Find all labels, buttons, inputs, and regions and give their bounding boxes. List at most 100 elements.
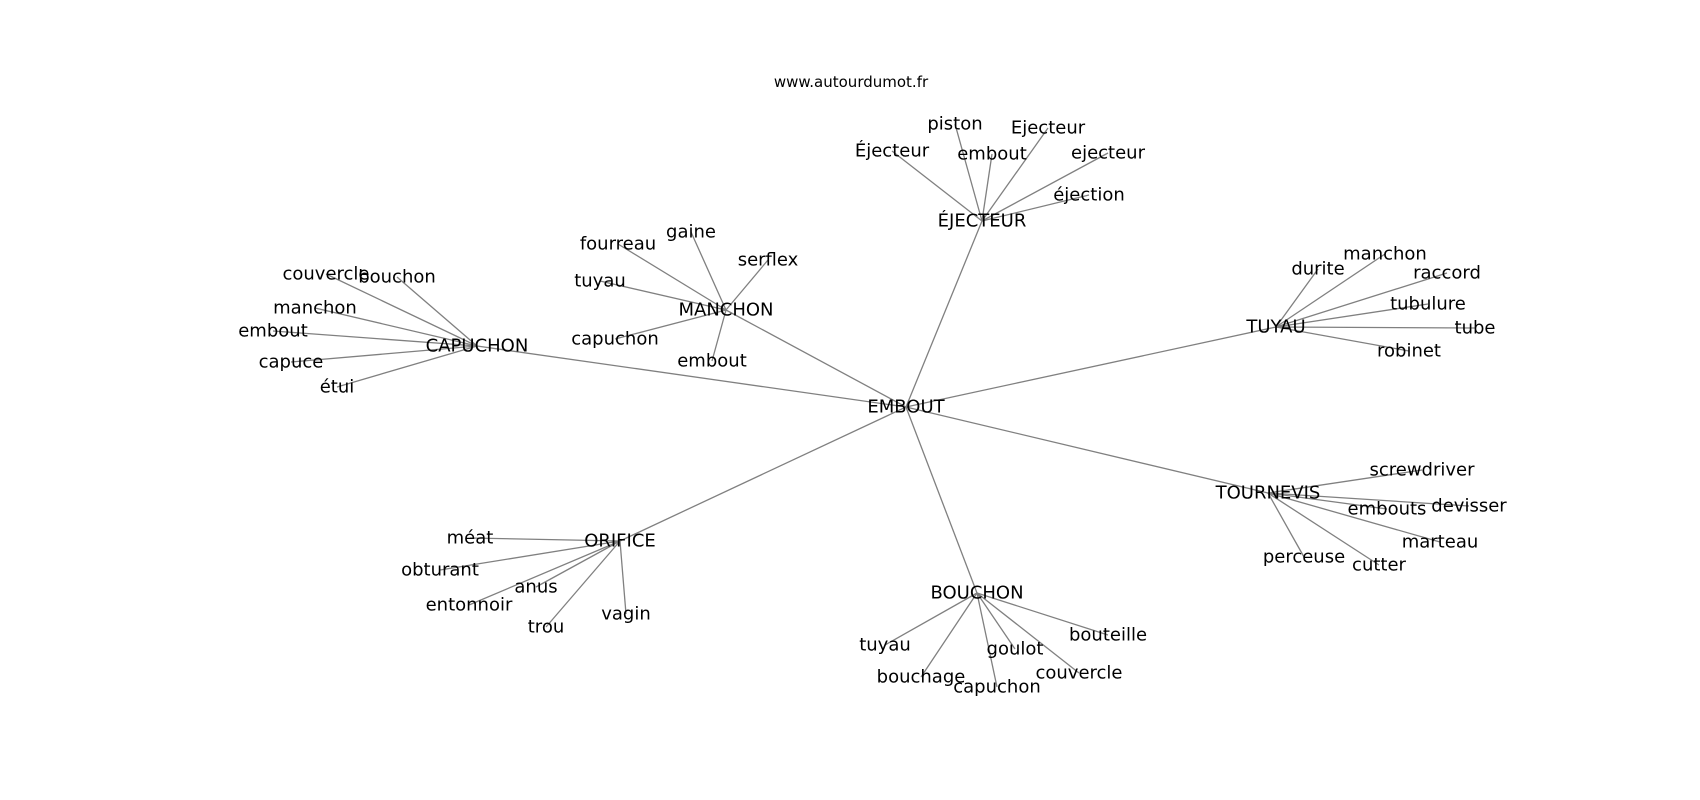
leaf-node-label: ejecteur bbox=[1071, 143, 1146, 164]
edge-4-5 bbox=[1267, 492, 1380, 566]
leaf-node-label: manchon bbox=[273, 298, 357, 319]
leaf-node-label: étui bbox=[320, 377, 355, 398]
edge-3-1 bbox=[1275, 253, 1386, 328]
root-node-label: EMBOUT bbox=[867, 397, 945, 418]
edge-6-0 bbox=[469, 537, 621, 542]
leaf-node-label: obturant bbox=[401, 560, 479, 581]
leaf-node-label: cutter bbox=[1352, 555, 1406, 576]
edge-0-1 bbox=[396, 276, 478, 347]
leaf-node-label: Éjecteur bbox=[855, 140, 930, 162]
leaf-node-label: bouchage bbox=[877, 667, 966, 688]
edge-4-4 bbox=[1267, 492, 1305, 558]
edge-root-3 bbox=[905, 326, 1277, 408]
edge-6-3 bbox=[468, 540, 621, 606]
leaf-node-label: tuyau bbox=[859, 635, 911, 656]
edge-4-3 bbox=[1267, 492, 1441, 543]
leaf-node-label: capuchon bbox=[953, 677, 1041, 698]
leaf-node-label: goulot bbox=[987, 639, 1044, 660]
cluster-node-label: ORIFICE bbox=[584, 531, 656, 552]
leaf-node-label: embouts bbox=[1348, 499, 1427, 520]
leaf-node-label: méat bbox=[447, 528, 494, 549]
edge-2-4 bbox=[981, 152, 1109, 222]
leaf-node-label: capuchon bbox=[571, 329, 659, 350]
cluster-node-label: TUYAU bbox=[1245, 317, 1305, 338]
edge-6-1 bbox=[439, 540, 621, 571]
edge-2-5 bbox=[981, 194, 1090, 222]
edge-root-4 bbox=[905, 406, 1269, 494]
leaf-node-label: éjection bbox=[1053, 185, 1125, 206]
edge-1-5 bbox=[711, 309, 727, 362]
edge-6-4 bbox=[545, 540, 621, 628]
leaf-node-label: devisser bbox=[1431, 496, 1507, 517]
leaf-node-label: Ejecteur bbox=[1011, 118, 1086, 139]
edge-5-4 bbox=[976, 592, 1080, 674]
leaf-node-label: embout bbox=[238, 321, 308, 342]
edge-5-2 bbox=[976, 592, 998, 688]
edge-1-2 bbox=[725, 259, 769, 311]
edge-root-0 bbox=[476, 345, 907, 408]
edge-5-3 bbox=[976, 592, 1016, 650]
edge-root-5 bbox=[905, 406, 978, 594]
leaf-node-label: manchon bbox=[1343, 244, 1427, 265]
leaf-node-label: fourreau bbox=[580, 234, 656, 255]
edge-root-2 bbox=[905, 220, 983, 408]
leaf-node-label: embout bbox=[957, 144, 1027, 165]
leaf-node-label: trou bbox=[528, 617, 564, 638]
leaf-node-label: bouteille bbox=[1069, 625, 1147, 646]
edge-3-4 bbox=[1275, 326, 1476, 329]
leaf-node-label: gaine bbox=[666, 222, 716, 243]
leaf-node-label: screwdriver bbox=[1369, 460, 1475, 481]
edge-4-2 bbox=[1267, 492, 1470, 507]
leaf-node-label: raccord bbox=[1413, 263, 1481, 284]
leaf-node-label: embout bbox=[677, 351, 747, 372]
edge-root-6 bbox=[619, 406, 907, 542]
edge-6-5 bbox=[619, 540, 627, 615]
leaf-node-label: couvercle bbox=[282, 264, 369, 285]
edge-5-1 bbox=[920, 592, 978, 678]
edge-6-2 bbox=[535, 540, 621, 588]
graph-labels: EMBOUTCAPUCHONcouverclebouchonmanchonemb… bbox=[238, 114, 1507, 698]
edge-3-0 bbox=[1275, 268, 1319, 328]
leaf-node-label: marteau bbox=[1402, 532, 1479, 553]
edge-1-3 bbox=[599, 280, 727, 311]
leaf-node-label: vagin bbox=[601, 604, 651, 625]
edge-4-1 bbox=[1267, 492, 1388, 510]
leaf-node-label: entonnoir bbox=[426, 595, 513, 616]
edge-1-0 bbox=[617, 243, 727, 311]
edge-2-1 bbox=[891, 150, 983, 222]
graph-edges bbox=[272, 123, 1476, 688]
edge-1-4 bbox=[614, 309, 727, 340]
leaf-node-label: robinet bbox=[1377, 341, 1441, 362]
leaf-node-label: serflex bbox=[738, 250, 799, 271]
edge-2-0 bbox=[954, 123, 983, 222]
leaf-node-label: bouchon bbox=[358, 267, 436, 288]
leaf-node-label: tube bbox=[1455, 318, 1496, 339]
leaf-node-label: perceuse bbox=[1263, 547, 1345, 568]
edge-root-1 bbox=[725, 309, 907, 408]
edge-1-1 bbox=[690, 231, 727, 311]
cluster-node-label: CAPUCHON bbox=[426, 336, 529, 357]
cluster-node-label: TOURNEVIS bbox=[1215, 483, 1321, 504]
leaf-node-label: couvercle bbox=[1035, 663, 1122, 684]
edge-0-4 bbox=[290, 345, 478, 363]
edge-4-0 bbox=[1267, 469, 1423, 494]
edge-0-0 bbox=[325, 273, 478, 347]
edge-3-3 bbox=[1275, 303, 1429, 328]
leaf-node-label: anus bbox=[514, 577, 557, 598]
leaf-node-label: tuyau bbox=[574, 271, 626, 292]
leaf-node-label: tubulure bbox=[1390, 294, 1466, 315]
edge-0-5 bbox=[336, 345, 478, 388]
edge-3-5 bbox=[1275, 326, 1410, 352]
edge-0-3 bbox=[272, 330, 478, 347]
source-label: www.autourdumot.fr bbox=[774, 73, 929, 91]
cluster-node-label: MANCHON bbox=[678, 300, 773, 321]
leaf-node-label: piston bbox=[927, 114, 982, 135]
cluster-node-label: BOUCHON bbox=[930, 583, 1023, 604]
edge-3-2 bbox=[1275, 272, 1448, 328]
edge-0-2 bbox=[314, 307, 478, 347]
leaf-node-label: capuce bbox=[259, 352, 324, 373]
edge-2-2 bbox=[981, 153, 993, 222]
edge-2-3 bbox=[981, 127, 1049, 222]
cluster-node-label: ÉJECTEUR bbox=[938, 210, 1027, 232]
